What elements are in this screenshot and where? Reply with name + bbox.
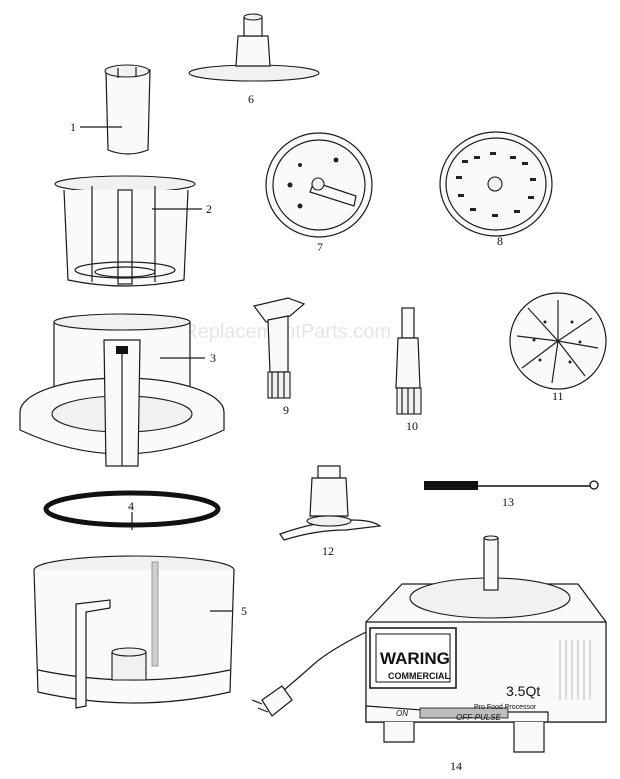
part-4-gasket — [43, 490, 221, 530]
product-description-label: Pro Food Processor — [474, 704, 537, 711]
part-1-food-pusher — [80, 64, 151, 155]
part-2-work-bowl — [54, 175, 202, 287]
brand-logo-text: WARING — [380, 649, 450, 668]
part-number-13: 13 — [502, 495, 514, 509]
brand-sub-logo-text: COMMERCIAL — [388, 671, 450, 681]
switch-off-pulse-label: OFF-PULSE — [456, 713, 502, 722]
part-10-spindle — [395, 307, 422, 415]
part-number-12: 12 — [322, 544, 334, 558]
part-number-6: 6 — [248, 92, 254, 106]
part-number-7: 7 — [317, 240, 323, 254]
part-13-cleaning-brush — [424, 480, 599, 490]
part-11-grating-disc — [509, 292, 607, 390]
capacity-label: 3.5Qt — [506, 683, 540, 699]
part-number-10: 10 — [406, 419, 418, 433]
part-number-8: 8 — [497, 234, 503, 248]
part-3-lid — [19, 313, 225, 467]
part-number-4: 4 — [128, 499, 134, 513]
part-7-slicing-disc — [265, 132, 373, 238]
part-number-11: 11 — [552, 389, 564, 403]
part-number-14: 14 — [450, 759, 462, 773]
part-6-disc-stem — [188, 13, 320, 82]
switch-on-label: ON — [396, 709, 408, 718]
part-number-9: 9 — [283, 403, 289, 417]
part-8-shredding-disc — [439, 131, 553, 237]
part-number-3: 3 — [210, 351, 216, 365]
part-number-5: 5 — [241, 604, 247, 618]
part-number-1: 1 — [70, 120, 76, 134]
part-9-tool — [252, 297, 306, 399]
part-14-motor-base — [251, 535, 607, 753]
part-number-2: 2 — [206, 202, 212, 216]
part-5-bowl — [33, 555, 235, 709]
part-12-s-blade — [279, 465, 382, 541]
